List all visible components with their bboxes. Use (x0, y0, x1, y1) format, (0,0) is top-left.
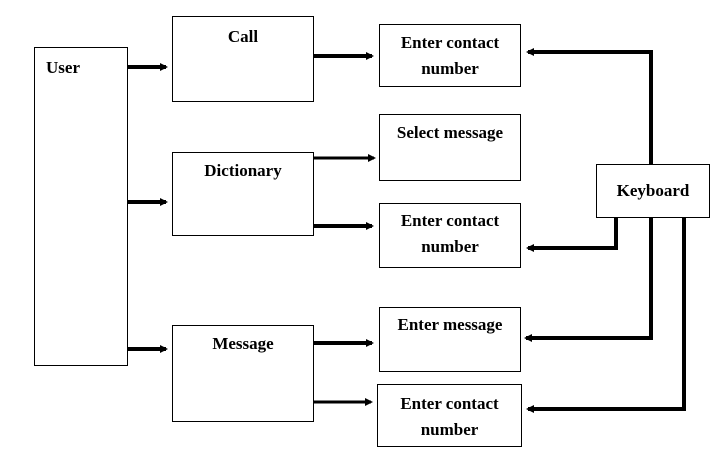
message-contact-box (377, 384, 522, 447)
call-contact-box (379, 24, 521, 87)
call-label: Call (227, 27, 259, 46)
message-box (172, 325, 314, 422)
dictionary-box (172, 152, 314, 236)
select-message-box (379, 114, 521, 181)
arrow-keyboard-to-enter-message (524, 218, 653, 342)
message-label: Message (212, 334, 274, 353)
enter-message-label: Enter message (397, 315, 503, 334)
keyboard-label: Keyboard (616, 181, 690, 200)
call-box (172, 16, 314, 102)
arrow-keyboard-to-dict-contact (526, 218, 618, 252)
dictionary-contact-label: Enter contact number (400, 211, 500, 256)
user-box (34, 47, 128, 366)
select-message-label: Select message (396, 123, 504, 142)
arrow-keyboard-to-call-contact (526, 48, 653, 164)
dictionary-label: Dictionary (204, 161, 282, 180)
message-contact-label: Enter contact number (400, 394, 499, 439)
keyboard-box (596, 164, 710, 218)
enter-message-box (379, 307, 521, 372)
dictionary-contact-box (379, 203, 521, 268)
user-label: User (46, 58, 80, 77)
call-contact-label: Enter contact number (400, 33, 500, 78)
arrow-keyboard-to-msg-contact (526, 218, 686, 413)
